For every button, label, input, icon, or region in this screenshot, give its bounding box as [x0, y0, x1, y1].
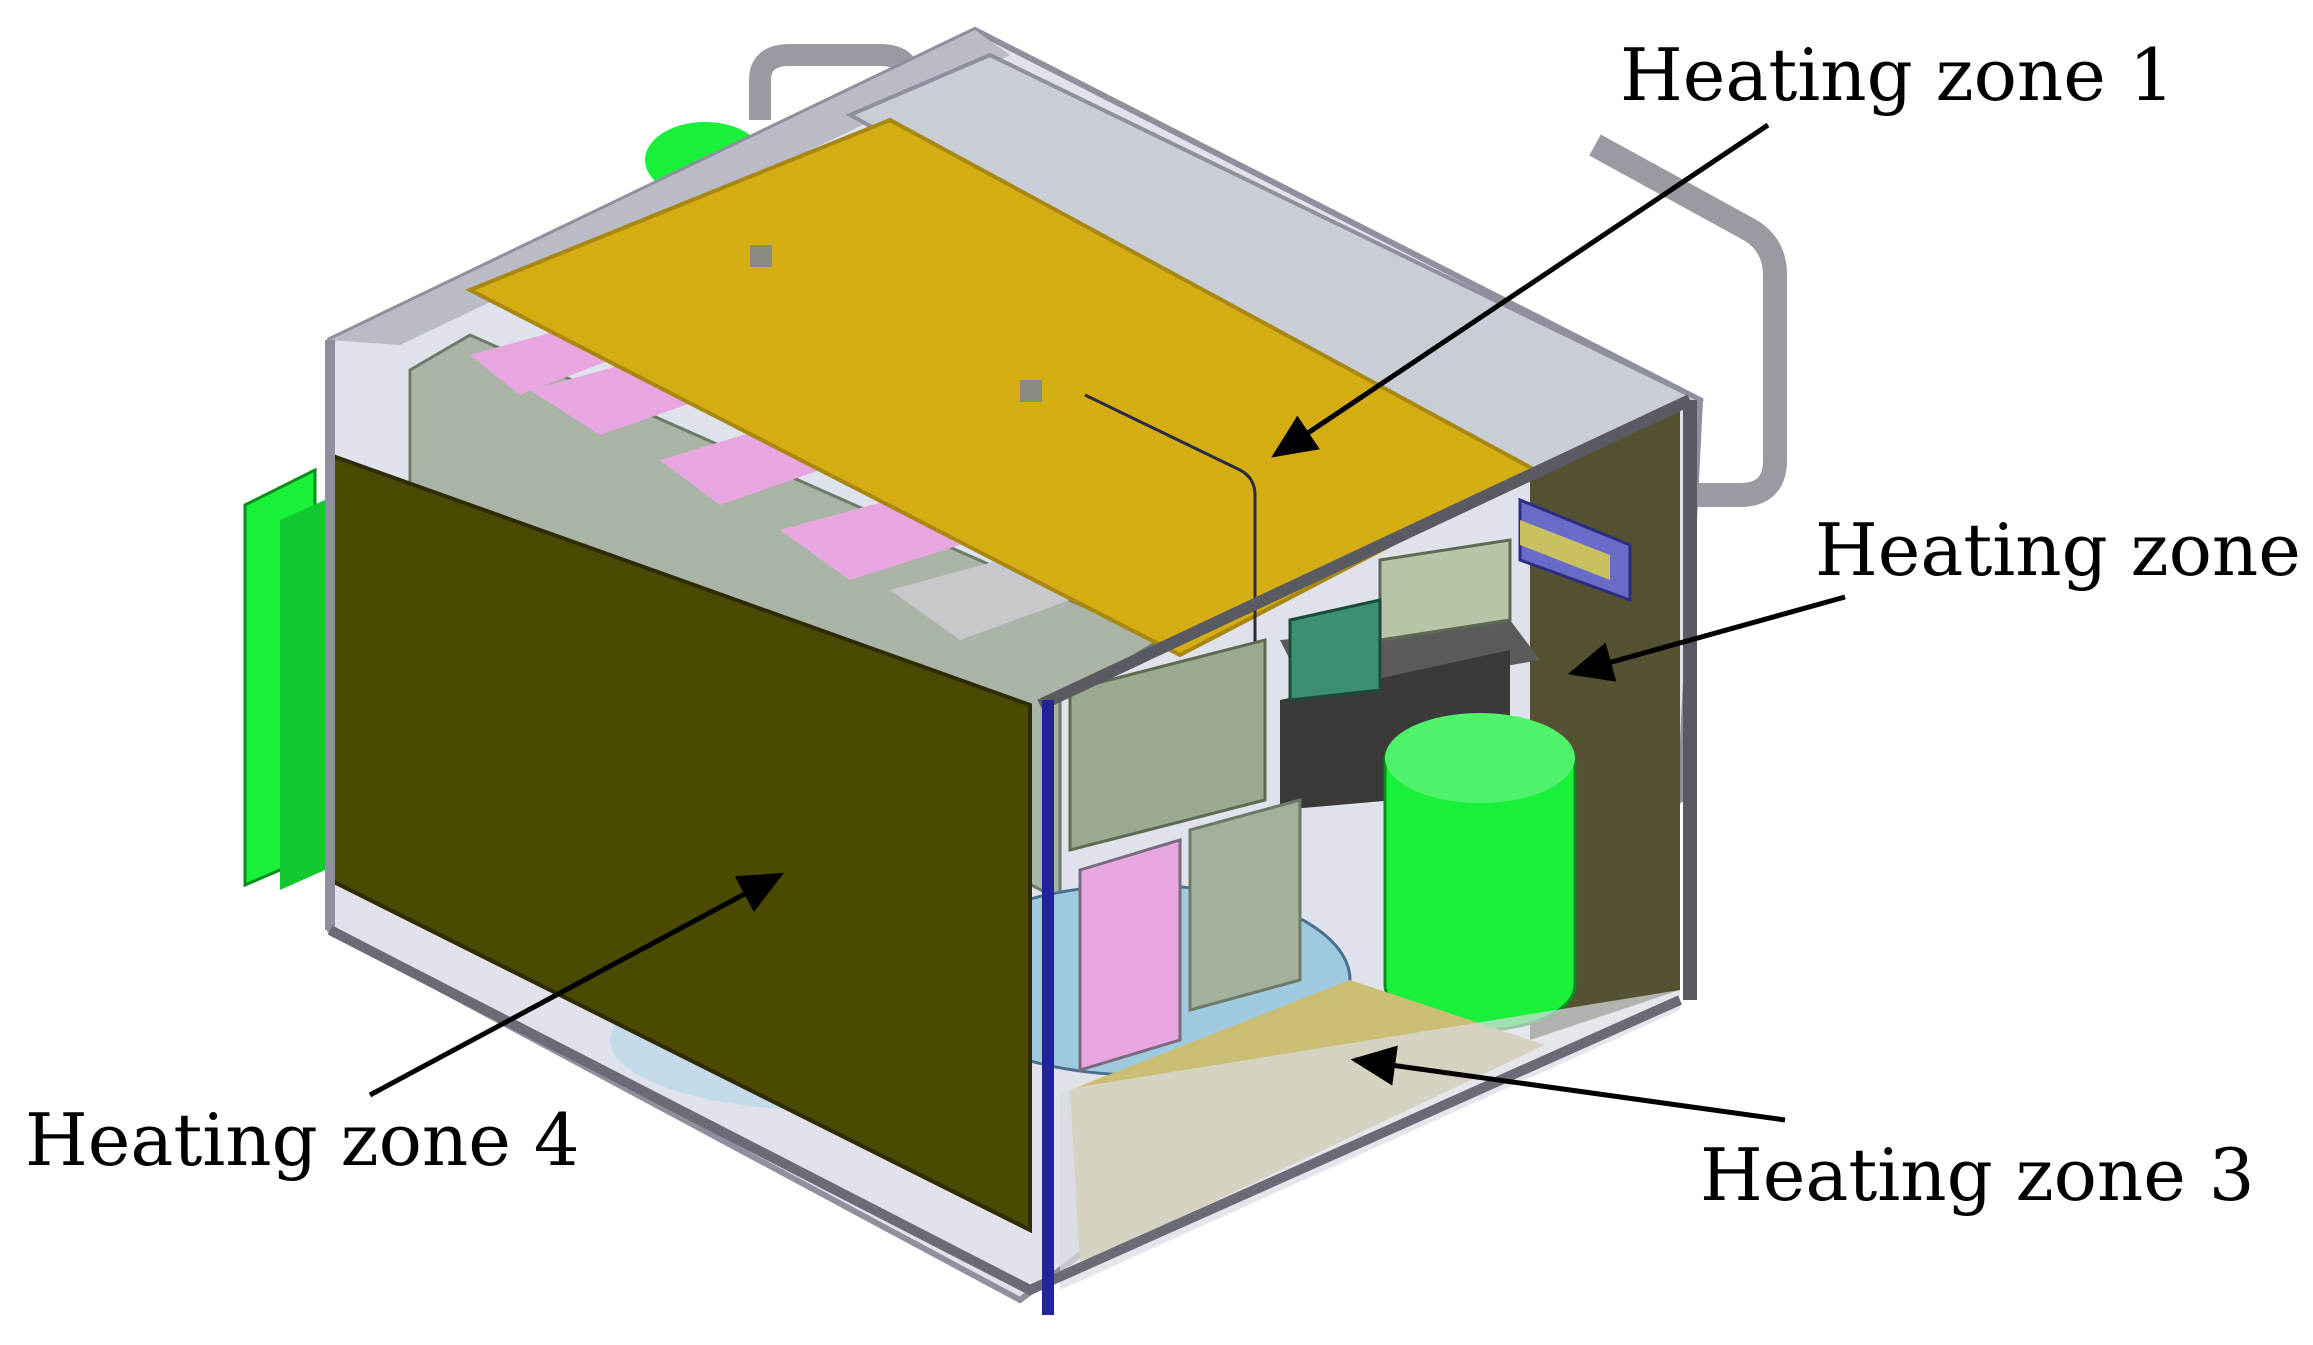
top-rim — [330, 30, 1010, 345]
left-green-fin-2 — [280, 500, 325, 890]
arrow-zone2 — [1567, 594, 1846, 682]
lower-cell-grey — [1188, 798, 1302, 1012]
inner-green-panel — [1068, 638, 1267, 852]
wire — [1084, 393, 1257, 760]
front-frame-bottom — [327, 925, 1683, 1296]
arrow-zone3 — [1350, 1045, 1786, 1123]
green-tank-top — [1385, 713, 1575, 803]
label-heating-zone-2: Heating zone 2 — [1815, 508, 2313, 592]
label-heating-zone-3: Heating zone 3 — [1700, 1133, 2255, 1217]
electronics-board — [1288, 598, 1382, 702]
grey-cell — [890, 560, 1070, 640]
top-bolt-1 — [750, 245, 772, 267]
right-pipe — [1589, 134, 1787, 507]
lower-cell-pink — [1078, 837, 1182, 1073]
label-heating-zone-4: Heating zone 4 — [25, 1098, 580, 1182]
label-heating-zone-1: Heating zone 1 — [1620, 33, 2175, 117]
top-bolt-2 — [1020, 380, 1042, 402]
pink-cell-1 — [470, 330, 610, 395]
arrow-zone1 — [1271, 122, 1770, 458]
right-rail-yellow — [1520, 520, 1610, 580]
arrow-zone4 — [368, 872, 784, 1098]
right-frame-top — [1037, 394, 1693, 711]
